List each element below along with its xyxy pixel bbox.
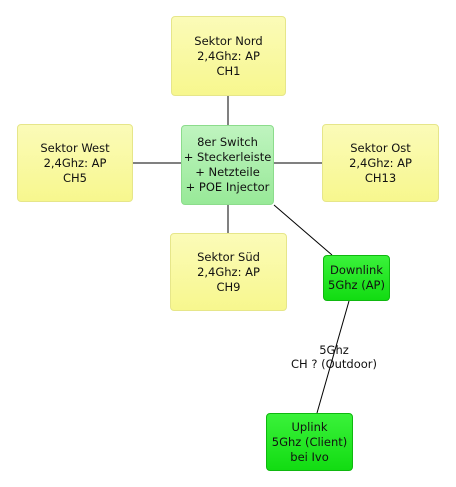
edge-label-line: 5Ghz xyxy=(319,343,349,357)
node-label-line: 2,4Ghz: AP xyxy=(197,264,260,279)
node-label-line: Uplink xyxy=(291,419,328,434)
node-label-line: Downlink xyxy=(330,263,383,277)
node-sektor-west[interactable]: Sektor West 2,4Ghz: AP CH5 xyxy=(17,124,133,202)
node-downlink[interactable]: Downlink 5Ghz (AP) xyxy=(323,255,390,301)
node-sektor-ost[interactable]: Sektor Ost 2,4Ghz: AP CH13 xyxy=(322,124,439,202)
edge-label-line: CH ? (Outdoor) xyxy=(290,357,377,371)
node-switch[interactable]: 8er Switch + Steckerleiste + Netzteile +… xyxy=(181,125,274,205)
node-label-line: 2,4Ghz: AP xyxy=(349,155,412,170)
node-label-line: 8er Switch xyxy=(197,135,258,149)
node-sektor-sued[interactable]: Sektor Süd 2,4Ghz: AP CH9 xyxy=(170,233,287,311)
node-label-line: 2,4Ghz: AP xyxy=(197,48,260,63)
edge-label-wireless-link: 5Ghz CH ? (Outdoor) xyxy=(276,343,392,371)
node-label-line: + POE Injector xyxy=(185,180,270,194)
edge-switch-downlink xyxy=(273,204,333,256)
node-label-line: + Netzteile xyxy=(195,165,260,179)
edge-downlink-uplink xyxy=(316,300,350,414)
node-label-line: Sektor Süd xyxy=(197,249,260,264)
node-label-line: 2,4Ghz: AP xyxy=(43,155,107,170)
node-sektor-nord[interactable]: Sektor Nord 2,4Ghz: AP CH1 xyxy=(171,16,286,96)
node-label-line: CH13 xyxy=(364,170,397,185)
node-label-line: CH9 xyxy=(216,279,241,294)
node-label-line: 5Ghz (AP) xyxy=(328,278,385,292)
node-label-line: bei Ivo xyxy=(290,449,329,464)
node-label-line: CH1 xyxy=(216,63,241,78)
node-label-line: Sektor Ost xyxy=(350,140,411,155)
node-label-line: + Steckerleiste xyxy=(183,150,272,164)
node-label-line: Sektor Nord xyxy=(194,33,263,48)
node-uplink[interactable]: Uplink 5Ghz (Client) bei Ivo xyxy=(266,413,353,471)
node-label-line: CH5 xyxy=(63,170,87,185)
node-label-line: 5Ghz (Client) xyxy=(271,434,348,449)
node-label-line: Sektor West xyxy=(40,140,110,155)
